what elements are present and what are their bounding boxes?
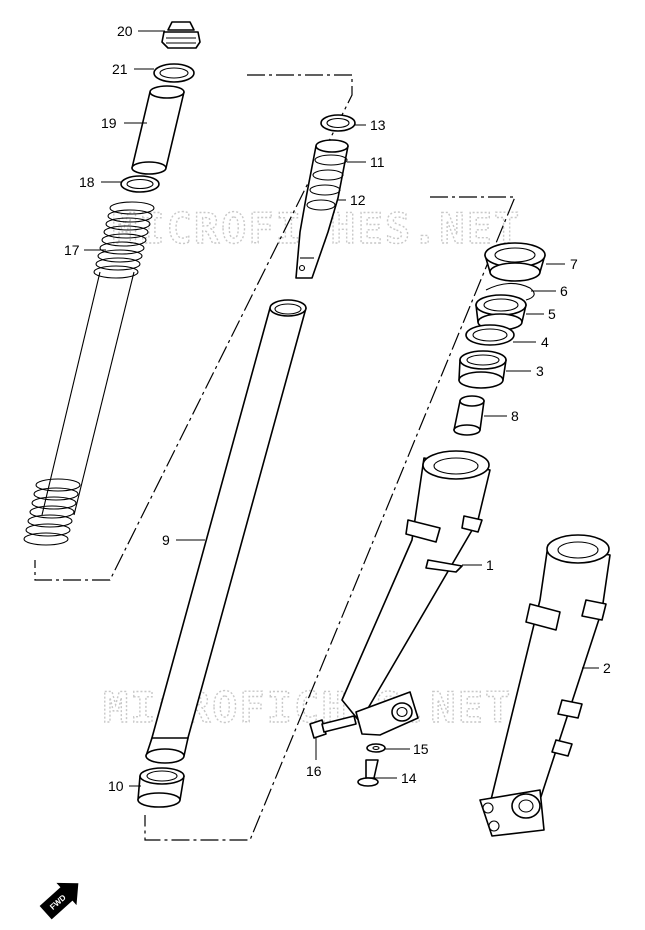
part-21-o-ring[interactable] [153,63,195,83]
part-19-spacer[interactable] [131,85,185,175]
part-6-stopper-ring[interactable] [485,282,535,301]
label-part-13: 13 [370,117,386,133]
label-part-2: 2 [603,660,611,676]
label-part-16: 16 [306,763,322,779]
label-part-6: 6 [560,283,568,299]
part-2-outer-tube-right[interactable] [479,534,611,837]
part-5-oil-seal[interactable] [475,294,527,331]
label-part-10: 10 [108,778,124,794]
part-20-cap-bolt[interactable] [161,21,201,49]
frame-inner-tube-group [144,196,516,841]
part-7-dust-seal[interactable] [484,242,546,282]
label-part-5: 5 [548,306,556,322]
part-11-12-damper-rod[interactable] [295,139,349,279]
label-part-12: 12 [350,192,366,208]
part-8-oil-lock-piece[interactable] [453,395,485,436]
label-part-7: 7 [570,256,578,272]
part-15-gasket[interactable] [366,743,386,753]
part-1-outer-tube-left[interactable] [341,450,491,736]
part-9-inner-tube[interactable] [145,299,307,764]
label-part-15: 15 [413,741,429,757]
part-18-washer[interactable] [120,175,160,193]
label-part-11: 11 [370,154,385,170]
label-part-1: 1 [486,557,494,573]
label-part-21: 21 [112,61,128,77]
part-14-screw[interactable] [357,759,379,787]
label-part-3: 3 [536,363,544,379]
part-16-bolt[interactable] [309,715,357,739]
label-part-18: 18 [79,174,95,190]
part-13-o-ring[interactable] [320,114,356,132]
frame-spring-group [34,74,353,581]
part-4-washer[interactable] [465,324,515,346]
label-part-14: 14 [401,770,417,786]
fwd-direction-arrow-icon: FWD [39,882,79,920]
part-17-fork-spring[interactable] [23,201,155,546]
label-part-4: 4 [541,334,549,350]
part-10-bushing[interactable] [137,767,185,808]
leader-lines [84,30,599,787]
label-part-9: 9 [162,532,170,548]
part-3-guide-bushing[interactable] [458,350,507,389]
label-part-20: 20 [117,23,133,39]
label-part-8: 8 [511,408,519,424]
label-part-17: 17 [64,242,80,258]
label-part-19: 19 [101,115,117,131]
